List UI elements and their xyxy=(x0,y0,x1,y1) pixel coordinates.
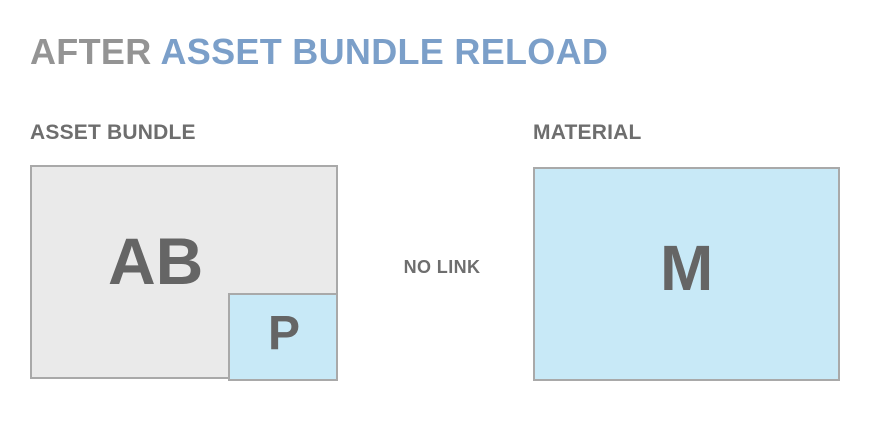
prefab-box xyxy=(228,293,338,381)
page-title-prefix: AFTER xyxy=(30,31,161,72)
material-box-label: M xyxy=(660,232,714,304)
material-box xyxy=(533,167,840,381)
asset-bundle-box-label: AB xyxy=(108,224,204,298)
prefab-box-label: P xyxy=(268,307,301,360)
material-caption: MATERIAL xyxy=(533,121,642,144)
page-title: AFTER ASSET BUNDLE RELOAD xyxy=(30,34,608,70)
page-title-accent: ASSET BUNDLE RELOAD xyxy=(160,31,609,72)
asset-bundle-caption: ASSET BUNDLE xyxy=(30,121,196,144)
link-status-label: NO LINK xyxy=(403,257,481,277)
